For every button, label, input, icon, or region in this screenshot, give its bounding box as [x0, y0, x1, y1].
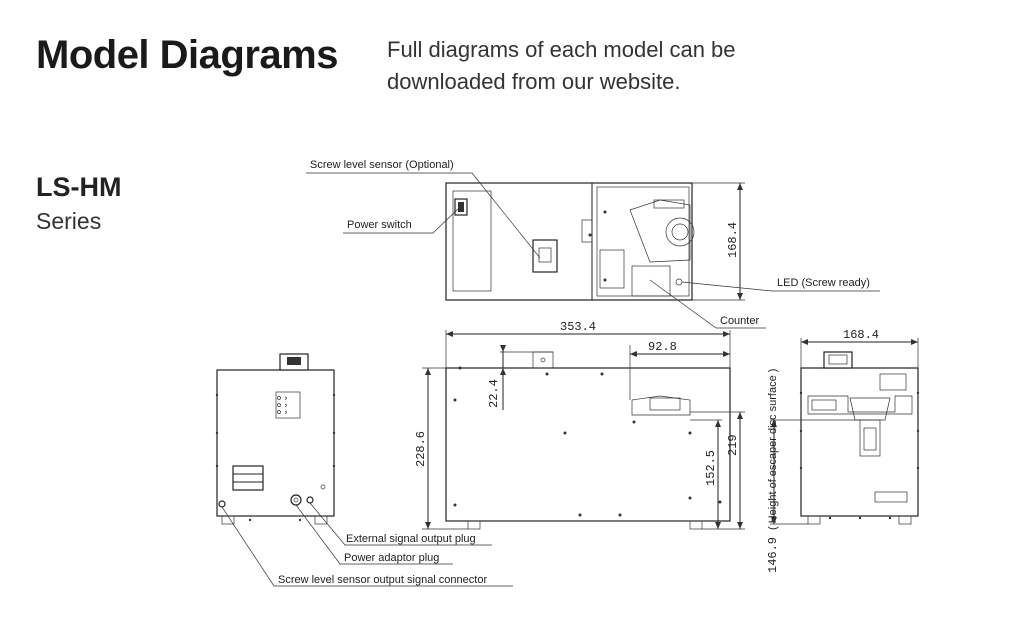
dim-escaper-height: 146.9 — [766, 537, 780, 573]
callout-power-adaptor: Power adaptor plug — [344, 552, 439, 564]
counter-icon — [631, 265, 671, 297]
subtitle-line-2: downloaded from our website. — [387, 69, 681, 94]
power-adaptor-plug-icon — [290, 494, 302, 506]
sensor-connector-icon — [218, 500, 226, 508]
side-view: 353.4 92.8 22.4 228.6 152.5 219 — [414, 320, 745, 530]
page-subtitle: Full diagrams of each model can be downl… — [387, 34, 807, 98]
escaper-disc-icon — [665, 217, 695, 247]
rear-view — [215, 353, 336, 525]
callout-counter: Counter — [720, 315, 759, 327]
callout-led: LED (Screw ready) — [777, 277, 870, 289]
rear-view-callouts: External signal output plug Power adapto… — [221, 502, 513, 587]
dim-side-inset: 92.8 — [648, 340, 677, 354]
screw-level-sensor-icon — [532, 239, 558, 273]
top-view: 168.4 — [445, 182, 745, 301]
rear-view-body — [216, 369, 335, 517]
dim-side-offset: 22.4 — [487, 379, 501, 408]
series-label: Series — [36, 208, 102, 234]
external-signal-plug-icon — [306, 496, 314, 504]
dim-side-total-right: 219 — [726, 434, 740, 456]
callout-sensor-connector: Screw level sensor output signal connect… — [278, 574, 487, 586]
top-view-left-panel — [452, 190, 492, 292]
dim-side-inner-height: 152.5 — [704, 450, 718, 486]
side-view-body — [445, 367, 731, 522]
callout-power-switch: Power switch — [347, 219, 412, 231]
callout-external-signal: External signal output plug — [346, 533, 476, 545]
series-name: LS-HM — [36, 172, 122, 202]
dim-side-width: 353.4 — [560, 320, 596, 334]
dim-side-height: 228.6 — [414, 431, 428, 467]
callout-screw-level-sensor: Screw level sensor (Optional) — [310, 159, 454, 171]
rear-vent-icon — [232, 465, 264, 491]
front-view: 168.4 146.9 ( Height of escaper disc sur… — [766, 328, 920, 573]
page-title: Model Diagrams — [36, 33, 338, 77]
top-view-callouts: Screw level sensor (Optional) Power swit… — [306, 159, 880, 329]
subtitle-line-1: Full diagrams of each model can be — [387, 37, 736, 62]
top-view-body — [445, 182, 693, 301]
front-view-body — [800, 367, 919, 517]
dim-top-depth: 168.4 — [726, 222, 740, 258]
dim-front-width: 168.4 — [843, 328, 879, 342]
dim-escaper-label: ( Height of escaper disc surface ) — [767, 369, 779, 530]
